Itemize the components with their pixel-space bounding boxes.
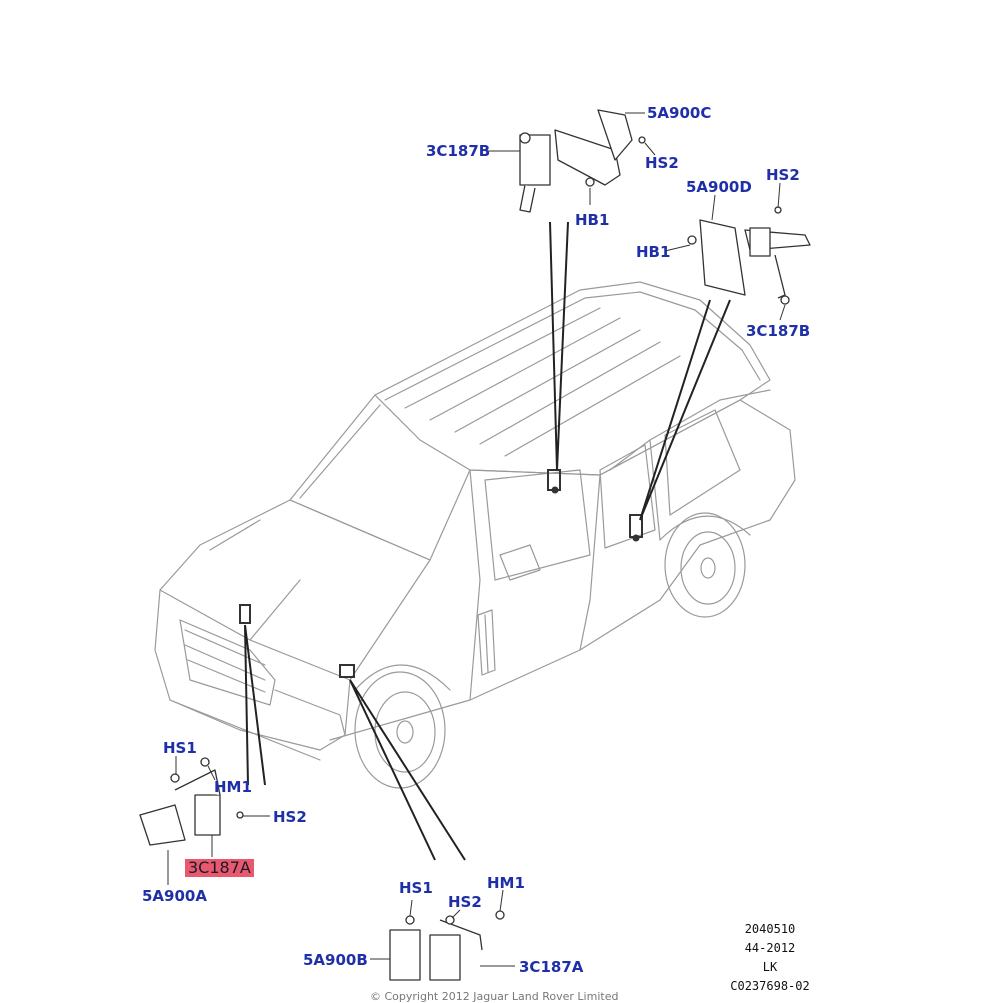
vehicle-outline	[154, 281, 796, 789]
reference-code-2: 44-2012	[744, 941, 796, 955]
sensor-assembly-rear-left	[519, 109, 646, 213]
reference-code-4: C0237698-02	[730, 979, 810, 993]
copyright-notice: © Copyright 2012 Jaguar Land Rover Limit…	[370, 990, 619, 1003]
callout-hs1-front-left: HS1	[163, 739, 197, 757]
callout-5a900b: 5A900B	[303, 951, 368, 969]
callout-5a900a: 5A900A	[142, 887, 207, 905]
callout-5a900c-top: 5A900C	[647, 104, 712, 122]
callout-leaders	[167, 112, 786, 967]
sensor-assembly-rear-right	[687, 206, 811, 305]
callout-hs2-front-left: HS2	[273, 808, 307, 826]
callout-hm1-front-left: HM1	[214, 778, 252, 796]
sensor-markers	[239, 469, 643, 678]
reference-code-1: 2040510	[744, 922, 796, 936]
callout-hs1-bottom: HS1	[399, 879, 433, 897]
reference-code-3: LK	[762, 960, 778, 974]
callout-3c187a-bottom: 3C187A	[519, 958, 584, 976]
callout-hm1-bottom: HM1	[487, 874, 525, 892]
callout-hs2-right: HS2	[766, 166, 800, 184]
leader-lines	[244, 221, 731, 861]
callout-5a900d: 5A900D	[686, 178, 752, 196]
sensor-assembly-front-right	[389, 910, 505, 981]
callout-hs2-bottom: HS2	[448, 893, 482, 911]
callout-hb1-right: HB1	[636, 243, 671, 261]
callout-3c187b-right: 3C187B	[746, 322, 811, 340]
sensor-assembly-front-left	[139, 757, 244, 846]
callout-3c187a-highlighted: 3C187A	[185, 859, 254, 877]
callout-hb1-top: HB1	[575, 211, 610, 229]
callout-hs2-top: HS2	[645, 154, 679, 172]
callout-3c187b-top: 3C187B	[426, 142, 491, 160]
